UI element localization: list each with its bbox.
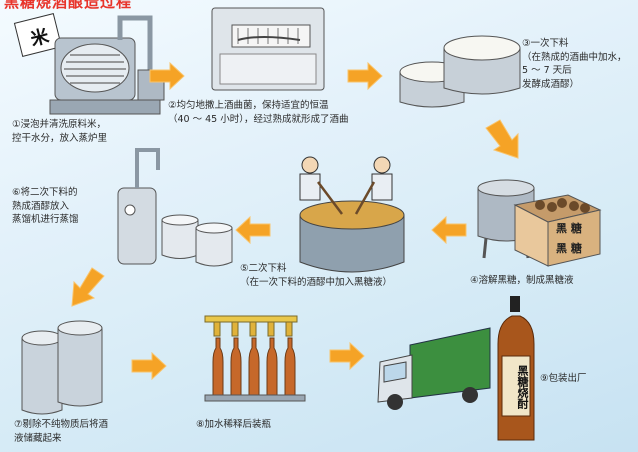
step-2-line-1: ②均匀地撒上酒曲菌，保持适宜的恒温 [168, 100, 329, 111]
arrow-8-to-9 [329, 341, 365, 371]
arrow-1-to-2 [149, 61, 185, 91]
step-2-line-2: （40 ～ 45 小时），经过熟成就形成了酒曲 [168, 113, 349, 125]
bottling-line-illustration [204, 315, 306, 402]
step-3-line-4: 发酵成酒醪） [522, 78, 580, 90]
arrow-6-to-7 [71, 267, 105, 307]
step-1-caption: ①浸泡并清洗原料米， 控干水分，放入蒸炉里 [12, 118, 107, 145]
step-2-caption: ②均匀地撒上酒曲菌，保持适宜的恒温 （40 ～ 45 小时），经过熟成就形成了酒… [168, 99, 349, 126]
step-1-line-1: ①浸泡并清洗原料米， [12, 119, 107, 130]
flow-arrows [71, 61, 519, 381]
step-6-caption: ⑥将二次下料的 熟成酒醪放入 蒸馏机进行蒸馏 [12, 186, 79, 227]
step-6-line-2: 熟成酒醪放入 [12, 200, 70, 212]
step-3-line-1: ③一次下料 [522, 38, 569, 49]
fermentation-tanks-illustration [399, 35, 521, 108]
step-3-caption: ③一次下料 （在熟成的酒曲中加水， 5 ～ 7 天后 发酵成酒醪） [522, 37, 627, 91]
step-5-caption: ⑤二次下料 （在一次下料的酒醪中加入黑糖液） [240, 262, 392, 289]
page-title: 黑糖烧酒酿造过程 [4, 0, 133, 11]
rice-sign-text: 米 [28, 25, 52, 51]
step-7-line-1: ⑦剔除不纯物质后将酒 [14, 419, 109, 430]
arrow-3-to-4 [485, 119, 519, 159]
step-6-line-3: 蒸馏机进行蒸馏 [12, 214, 79, 225]
step-7-caption: ⑦剔除不纯物质后将酒 液储藏起来 [14, 418, 108, 445]
truck-illustration [377, 327, 491, 410]
sugar-dissolving-illustration: 黑 糖 黑 糖 [477, 179, 602, 267]
storage-tanks-illustration [21, 320, 103, 415]
bottle-label-text: 黑糖烧酎 [516, 365, 529, 409]
bottle-label: 黑糖烧酎 [503, 358, 529, 416]
box-label-top: 黑 糖 [556, 221, 582, 235]
box-label-side: 黑 糖 [556, 241, 582, 255]
arrow-4-to-5 [431, 215, 467, 245]
arrow-2-to-3 [347, 61, 383, 91]
step-8-line-1: ⑧加水稀释后装瓶 [196, 419, 272, 430]
step-4-line-1: ④溶解黑糖，制成黑糖液 [470, 275, 574, 286]
step-9-line-1: ⑨包装出厂 [540, 373, 587, 384]
step-9-caption: ⑨包装出厂 [540, 372, 587, 386]
koji-machine-illustration [211, 7, 325, 91]
step-5-line-1: ⑤二次下料 [240, 263, 287, 274]
arrow-5-to-6 [235, 215, 271, 245]
rice-washer-illustration: 米 [13, 13, 165, 115]
step-7-line-2: 液储藏起来 [14, 432, 62, 444]
step-8-caption: ⑧加水稀释后装瓶 [196, 418, 271, 432]
shochu-bottle-illustration [497, 296, 535, 441]
step-6-line-1: ⑥将二次下料的 [12, 187, 78, 198]
arrow-7-to-8 [131, 351, 167, 381]
step-3-line-2: （在熟成的酒曲中加水， [522, 51, 627, 63]
second-mash-illustration [299, 156, 405, 273]
step-4-caption: ④溶解黑糖，制成黑糖液 [470, 274, 574, 288]
step-1-line-2: 控干水分，放入蒸炉里 [12, 132, 108, 144]
step-3-line-3: 5 ～ 7 天后 [522, 65, 572, 76]
step-5-line-2: （在一次下料的酒醪中加入黑糖液） [240, 276, 393, 288]
distiller-illustration [117, 148, 233, 267]
